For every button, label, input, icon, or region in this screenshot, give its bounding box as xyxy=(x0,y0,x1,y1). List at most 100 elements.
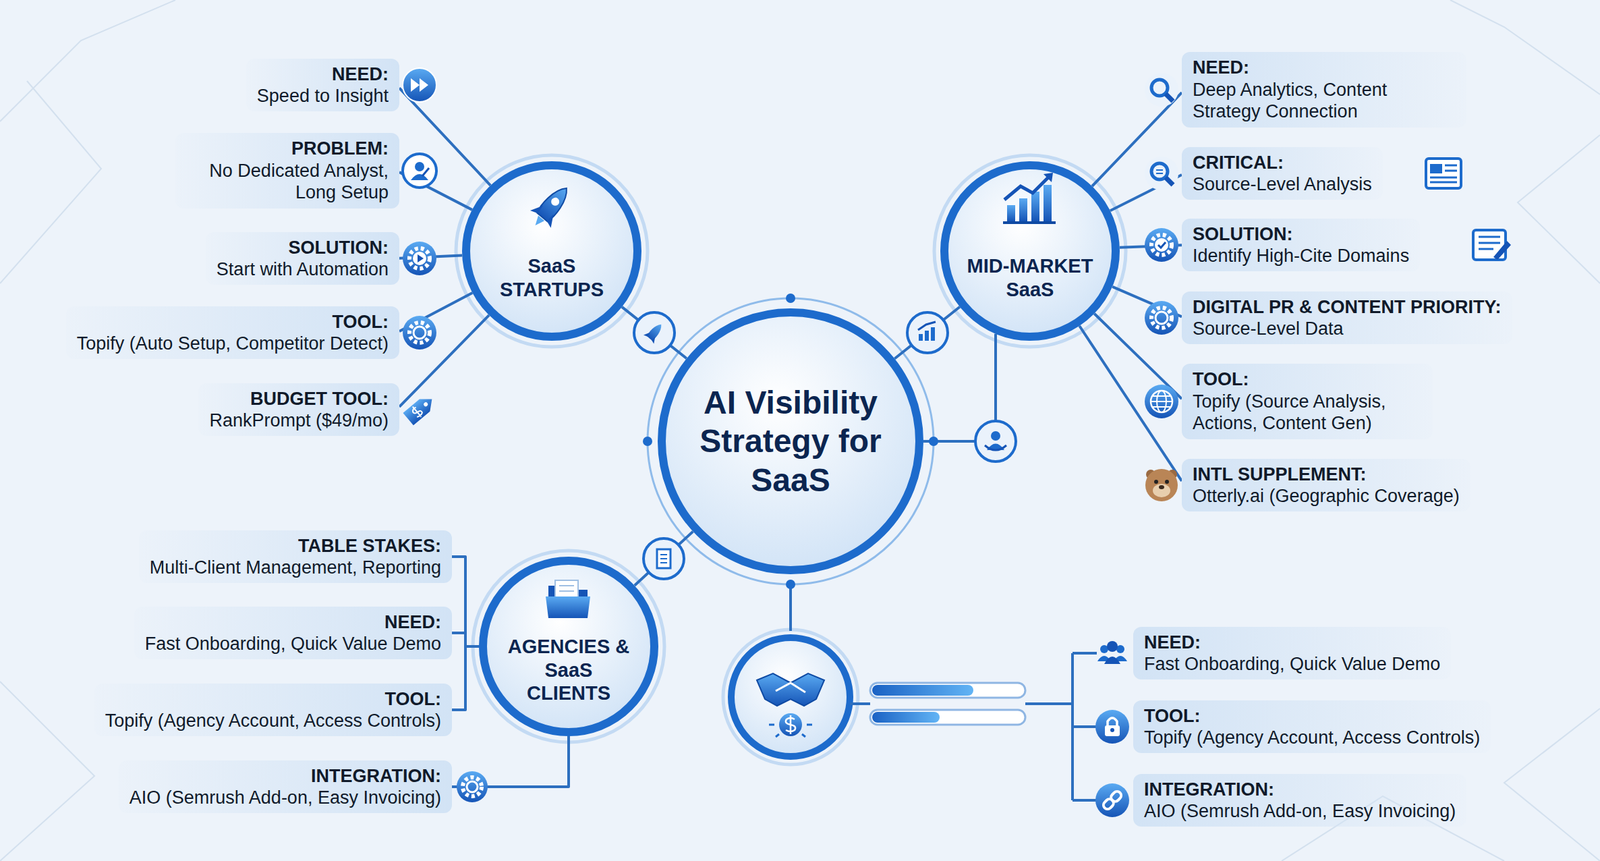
gear-check-icon xyxy=(1151,234,1172,255)
hub-label: AGENCIES & SaaS CLIENTS xyxy=(501,634,637,705)
person-icon xyxy=(422,167,430,177)
ring-dots xyxy=(785,293,796,303)
link-icon-rocket xyxy=(643,330,658,345)
chart-icon xyxy=(1003,221,1056,224)
hub-circle: MID-MARKET SaaS xyxy=(940,161,1120,341)
progress-bars xyxy=(872,711,940,723)
chart-icon xyxy=(1004,175,1051,200)
callout-band: SOLUTION:Identify High-Cite Domains xyxy=(1181,218,1420,272)
chart-icon xyxy=(1007,205,1016,222)
document-icon xyxy=(1425,158,1462,189)
callout-text: Topify (Agency Account, Access Controls) xyxy=(105,709,442,732)
document-icon xyxy=(1430,165,1457,183)
lock-icon xyxy=(1095,709,1130,744)
people-icon xyxy=(1104,656,1121,664)
link-icon-person xyxy=(990,431,1001,441)
chart-icon xyxy=(1003,172,1056,223)
connector xyxy=(1079,325,1182,481)
globe-icon xyxy=(1150,395,1173,407)
callout-heading: SOLUTION: xyxy=(216,236,389,259)
link-icon-person xyxy=(984,445,1007,450)
callout-heading: BUDGET TOOL: xyxy=(209,387,389,410)
gear-play-icon xyxy=(409,248,430,269)
connector xyxy=(451,556,479,647)
callout-text: Topify (Agency Account, Access Controls) xyxy=(1144,726,1480,749)
chart-icon xyxy=(1043,172,1053,183)
hub-circle: SaaS STARTUPS xyxy=(462,161,642,341)
connector xyxy=(621,306,687,359)
callout-band: TOOL:Topify (Source Analysis, Actions, C… xyxy=(1181,363,1433,439)
callout-text: Topify (Source Analysis, Actions, Conten… xyxy=(1192,390,1422,435)
link-icon-chart xyxy=(918,321,936,330)
gear-check-icon xyxy=(1158,242,1166,248)
hub-label: AI Visibility Strategy for SaaS xyxy=(682,383,899,500)
callout-text: AIO (Semrush Add-on, Easy Invoicing) xyxy=(129,786,442,809)
callout-heading: TOOL: xyxy=(76,310,389,333)
callout-band: TOOL:Topify (Auto Setup, Competitor Dete… xyxy=(66,306,400,360)
link-icon xyxy=(1095,783,1130,817)
connector xyxy=(451,632,479,647)
handshake-circle-art xyxy=(723,629,859,765)
link-icon-document xyxy=(660,554,668,563)
rocket-icon xyxy=(524,179,577,235)
handshake-circle-art xyxy=(731,637,850,757)
callout-heading: NEED: xyxy=(1192,56,1456,79)
ring-dots xyxy=(928,436,939,446)
gear-play-icon xyxy=(417,254,424,263)
callout-band: INTEGRATION:AIO (Semrush Add-on, Easy In… xyxy=(118,760,452,814)
callout-heading: DIGITAL PR & CONTENT PRIORITY: xyxy=(1192,296,1502,318)
globe-icon xyxy=(1144,384,1179,419)
person-icon xyxy=(402,153,437,188)
chart-icon xyxy=(1043,184,1052,222)
magnifier-icon xyxy=(1165,177,1174,185)
ring-dots xyxy=(642,293,939,589)
link-icon xyxy=(1101,789,1123,811)
price-tag-icon xyxy=(402,392,438,425)
callout-text: Topify (Auto Setup, Competitor Detect) xyxy=(76,332,389,355)
callout-band: NEED:Speed to Insight xyxy=(246,58,400,112)
chart-icon xyxy=(1031,191,1040,222)
rocket-icon xyxy=(530,201,559,228)
magnifier-icon xyxy=(1144,156,1179,191)
link-icon-document xyxy=(643,538,684,579)
otter-icon xyxy=(1145,468,1178,502)
otter-icon xyxy=(1158,484,1165,490)
link-icon-chart xyxy=(924,330,929,341)
handshake-circle-art xyxy=(723,629,859,765)
link-icon-person xyxy=(975,420,1016,462)
connector xyxy=(894,306,960,359)
handshake-circle-art xyxy=(775,682,806,693)
gear-icon xyxy=(1144,300,1179,335)
gear-play-icon xyxy=(412,251,427,266)
callout-text: AIO (Semrush Add-on, Easy Invoicing) xyxy=(1144,800,1456,822)
people-icon xyxy=(1106,640,1118,652)
callout-text: Fast Onboarding, Quick Value Demo xyxy=(1144,652,1441,675)
otter-icon xyxy=(1154,479,1159,484)
hub-circle: AGENCIES & SaaS CLIENTS xyxy=(478,556,659,736)
callout-band: INTL SUPPLEMENT:Otterly.ai (Geographic C… xyxy=(1181,458,1471,512)
rocket-icon xyxy=(532,215,545,228)
connector xyxy=(399,315,490,407)
ring-dots xyxy=(785,579,796,589)
gear-check-icon xyxy=(1144,227,1179,262)
gear-play-icon xyxy=(402,241,437,276)
handshake-circle-art xyxy=(779,712,803,736)
gear-check-icon xyxy=(1144,227,1179,262)
otter-icon xyxy=(1152,483,1171,498)
handshake-circle-art xyxy=(785,715,796,734)
globe-icon xyxy=(1144,384,1179,419)
hub-circle: AI Visibility Strategy for SaaS xyxy=(657,308,924,575)
price-tag-icon xyxy=(402,392,438,425)
callout-heading: NEED: xyxy=(1144,631,1441,653)
link-icon-document xyxy=(656,549,671,568)
leader-lines xyxy=(849,702,871,705)
callout-band: INTEGRATION:AIO (Semrush Add-on, Easy In… xyxy=(1133,773,1467,827)
magnifier-icon xyxy=(1151,163,1168,180)
callout-band: NEED:Deep Analytics, Content Strategy Co… xyxy=(1181,51,1467,127)
gear-icon xyxy=(409,322,430,343)
connector xyxy=(1110,174,1182,211)
callout-text: Identify High-Cite Domains xyxy=(1192,244,1410,267)
folder-icon xyxy=(545,596,591,618)
